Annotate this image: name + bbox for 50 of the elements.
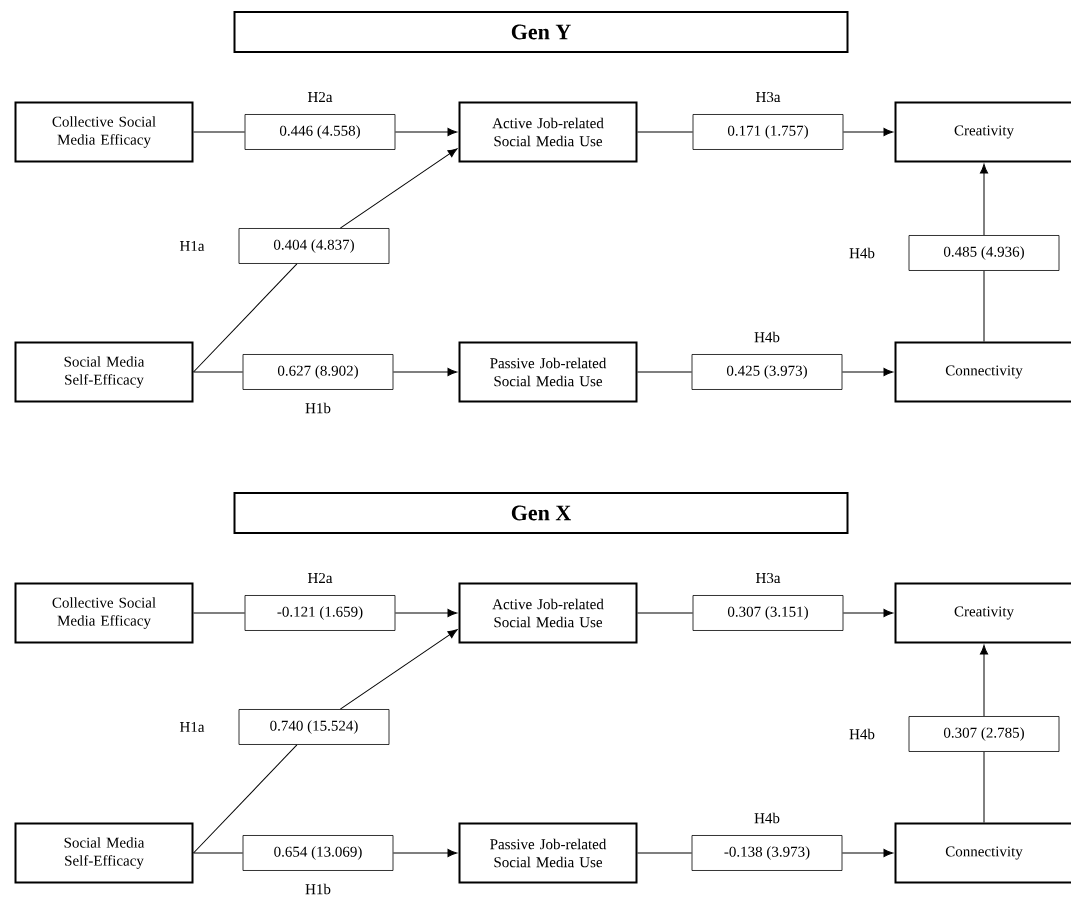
construct-box: Social Media Self-Efficacy (14, 341, 194, 403)
hypothesis-label: H1b (305, 883, 331, 895)
coefficient-box: 0.627 (8.902) (242, 354, 394, 390)
hypothesis-label: H1a (179, 241, 205, 251)
arrow (394, 127, 458, 137)
arrow (339, 148, 458, 229)
construct-box: Creativity (894, 582, 1071, 644)
coefficient-box: 0.425 (3.973) (691, 354, 843, 390)
title-box: Gen Y (233, 11, 849, 53)
hypothesis-label: H1b (305, 402, 331, 414)
coefficient-box: 0.171 (1.757) (692, 114, 844, 150)
arrow (339, 629, 458, 710)
construct-box: Creativity (894, 101, 1071, 163)
arrow (842, 127, 894, 137)
hypothesis-label: H4b (849, 728, 875, 740)
arrow (979, 644, 989, 717)
hypothesis-label: H4b (849, 247, 875, 259)
hypothesis-label: H2a (307, 91, 333, 103)
coefficient-box: 0.446 (4.558) (244, 114, 396, 150)
hypothesis-label: H4b (754, 812, 780, 824)
hypothesis-label: H4b (754, 331, 780, 343)
arrow (392, 367, 458, 377)
coefficient-box: -0.121 (1.659) (244, 595, 396, 631)
construct-box: Connectivity (894, 341, 1071, 403)
construct-box: Passive Job-related Social Media Use (458, 341, 638, 403)
construct-box: Social Media Self-Efficacy (14, 822, 194, 884)
construct-box: Active Job-related Social Media Use (458, 101, 638, 163)
arrow (842, 608, 894, 618)
arrow (394, 608, 458, 618)
construct-box: Connectivity (894, 822, 1071, 884)
hypothesis-label: H3a (755, 572, 781, 584)
coefficient-box: 0.485 (4.936) (908, 235, 1060, 271)
arrow (841, 367, 894, 377)
coefficient-box: 0.654 (13.069) (242, 835, 394, 871)
arrow (979, 163, 989, 236)
coefficient-box: 0.740 (15.524) (238, 709, 390, 745)
hypothesis-label: H2a (307, 572, 333, 584)
arrow (841, 848, 894, 858)
arrow (392, 848, 458, 858)
title-box: Gen X (233, 492, 849, 534)
construct-box: Collective Social Media Efficacy (14, 101, 194, 163)
construct-box: Passive Job-related Social Media Use (458, 822, 638, 884)
hypothesis-label: H1a (179, 722, 205, 732)
hypothesis-label: H3a (755, 91, 781, 103)
coefficient-box: 0.307 (3.151) (692, 595, 844, 631)
coefficient-box: 0.404 (4.837) (238, 228, 390, 264)
construct-box: Active Job-related Social Media Use (458, 582, 638, 644)
coefficient-box: 0.307 (2.785) (908, 716, 1060, 752)
construct-box: Collective Social Media Efficacy (14, 582, 194, 644)
coefficient-box: -0.138 (3.973) (691, 835, 843, 871)
